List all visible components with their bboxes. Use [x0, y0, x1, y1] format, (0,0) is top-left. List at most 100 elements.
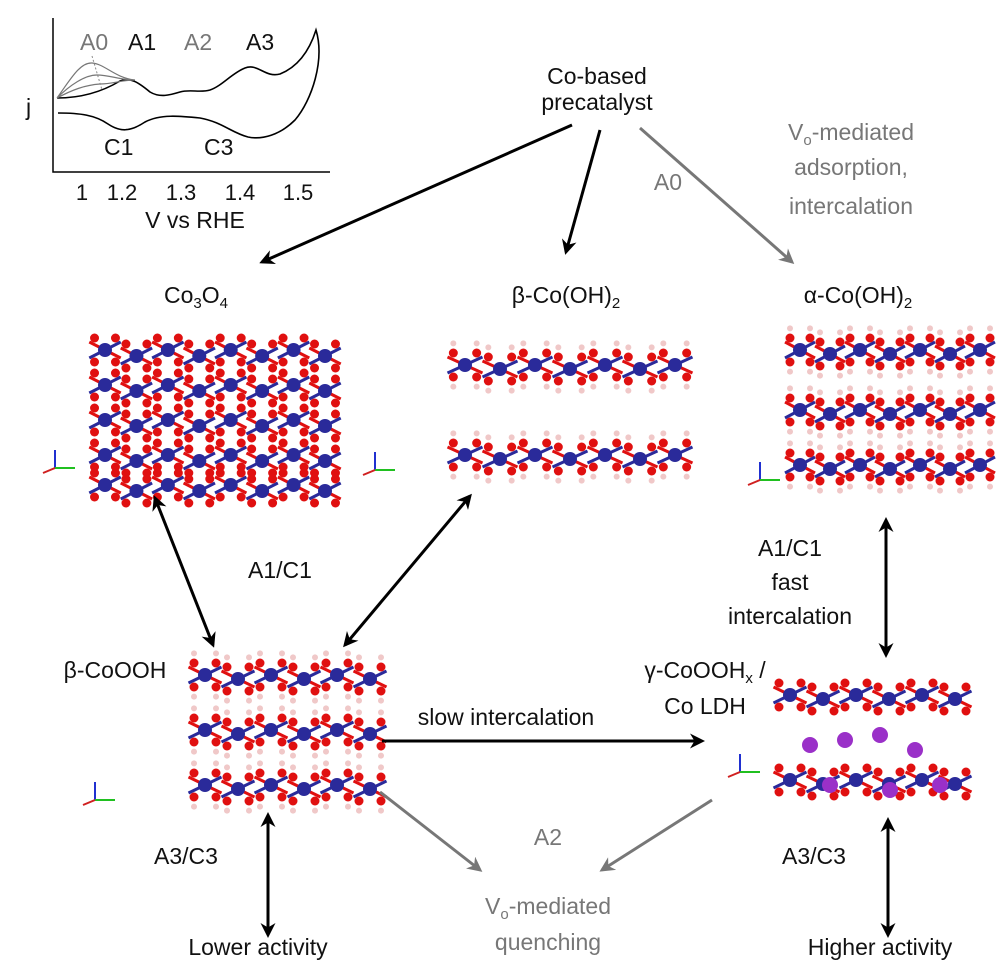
hydrogen-atom — [290, 697, 296, 704]
hydrogen-atom — [312, 709, 318, 716]
oxygen-atom — [236, 492, 246, 502]
oxygen-atom — [985, 357, 995, 367]
cobalt-atom — [528, 358, 542, 372]
label-higher-activity: Higher activity — [808, 934, 953, 960]
cobalt-atom — [853, 458, 867, 472]
hydrogen-atom — [356, 709, 362, 716]
oxygen-atom — [205, 498, 215, 508]
oxygen-atom — [955, 361, 965, 371]
oxygen-atom — [310, 398, 320, 408]
oxygen-atom — [299, 403, 309, 413]
cobalt-atom — [129, 484, 144, 498]
hydrogen-atom — [683, 340, 690, 347]
hydrogen-atom — [937, 487, 943, 494]
oxygen-atom — [553, 466, 563, 476]
hydrogen-atom — [967, 368, 973, 375]
oxygen-atom — [205, 433, 215, 443]
cobalt-atom — [192, 484, 207, 498]
hydrogen-atom — [937, 329, 943, 336]
vo-adsorption-label-3: intercalation — [789, 193, 913, 219]
label-co3o4: Co3O4 — [164, 282, 228, 312]
cobalt-atom — [793, 343, 807, 357]
oxygen-atom — [807, 767, 817, 777]
hydrogen-atom — [213, 705, 219, 712]
oxygen-atom — [807, 682, 817, 692]
oxygen-atom — [222, 796, 232, 806]
oxygen-atom — [448, 438, 458, 448]
hydrogen-atom — [323, 760, 329, 767]
oxygen-atom — [840, 702, 850, 712]
oxygen-atom — [805, 357, 815, 367]
oxygen-atom — [330, 433, 340, 443]
hydrogen-atom — [345, 650, 351, 657]
oxygen-atom — [268, 433, 278, 443]
cobalt-atom — [668, 448, 682, 462]
oxygen-atom — [215, 468, 225, 478]
oxygen-atom — [215, 368, 225, 378]
hydrogen-atom — [787, 325, 793, 332]
oxygen-atom — [774, 763, 784, 773]
cobalt-atom — [192, 384, 207, 398]
oxygen-atom — [961, 682, 971, 692]
oxygen-atom — [873, 706, 883, 716]
hydrogen-atom — [485, 387, 492, 394]
oxygen-atom — [815, 337, 825, 347]
cobalt-atom — [915, 773, 929, 787]
hydrogen-atom — [213, 760, 219, 767]
oxygen-atom — [682, 438, 692, 448]
cobalt-atom — [793, 458, 807, 472]
oxygen-atom — [542, 438, 552, 448]
hydrogen-atom — [648, 477, 655, 484]
oxygen-atom — [955, 452, 965, 462]
hydrogen-atom — [613, 383, 620, 390]
hydrogen-atom — [290, 807, 296, 814]
oxygen-atom — [184, 363, 194, 373]
cobalt-atom — [98, 478, 112, 492]
oxygen-atom — [343, 737, 353, 747]
oxygen-atom — [299, 333, 309, 343]
oxygen-atom — [807, 791, 817, 801]
oxygen-atom — [268, 444, 278, 454]
oxygen-atom — [255, 682, 265, 692]
oxygen-atom — [965, 448, 975, 458]
oxygen-atom — [247, 339, 257, 349]
oxygen-atom — [255, 658, 265, 668]
hydrogen-atom — [312, 807, 318, 814]
oxygen-atom — [247, 474, 257, 484]
oxygen-atom — [658, 348, 668, 358]
cobalt-atom — [198, 778, 212, 792]
hydrogen-atom — [356, 697, 362, 704]
oxygen-atom — [205, 374, 215, 384]
oxygen-atom — [925, 357, 935, 367]
cobalt-atom — [264, 723, 278, 737]
oxygen-atom — [472, 372, 482, 382]
oxygen-atom — [330, 339, 340, 349]
cobalt-atom — [160, 478, 175, 492]
hydrogen-atom — [867, 440, 873, 447]
hydrogen-atom — [224, 764, 230, 771]
oxygen-atom — [184, 444, 194, 454]
hydrogen-atom — [257, 705, 263, 712]
hydrogen-atom — [987, 483, 993, 490]
oxygen-atom — [184, 433, 194, 443]
oxygen-atom — [483, 352, 493, 362]
oxygen-atom — [121, 433, 131, 443]
hydrogen-atom — [807, 385, 813, 392]
oxygen-atom — [152, 438, 162, 448]
oxygen-atom — [90, 333, 100, 343]
oxygen-atom — [152, 333, 162, 343]
cobalt-atom — [915, 688, 929, 702]
oxygen-atom — [189, 713, 199, 723]
oxygen-atom — [152, 357, 162, 367]
cobalt-atom — [973, 458, 987, 472]
vo-adsorption-label-1: Vo-mediated — [788, 119, 914, 149]
cobalt-atom — [286, 378, 301, 392]
oxygen-atom — [865, 357, 875, 367]
gamma-coooh-crystal-structure — [772, 678, 973, 801]
oxygen-atom — [110, 427, 120, 437]
hydrogen-atom — [937, 372, 943, 379]
hydrogen-atom — [378, 654, 384, 661]
hydrogen-atom — [625, 387, 632, 394]
oxygen-atom — [835, 452, 845, 462]
hydrogen-atom — [907, 385, 913, 392]
